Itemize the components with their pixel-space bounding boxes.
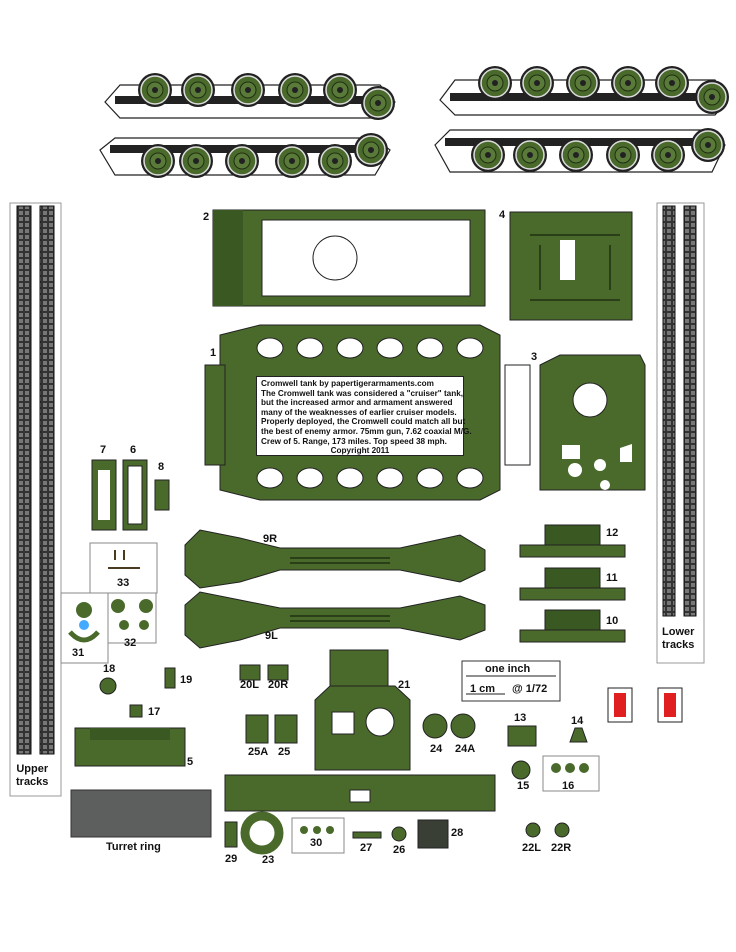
info-text-box: Cromwell tank by papertigerarmaments.com… (256, 376, 472, 456)
label-part-20r: 20R (268, 679, 289, 691)
label-part-17: 17 (148, 706, 161, 718)
part-4-rear-plate (509, 211, 633, 321)
info-line-5: Properly deployed, the Cromwell could ma… (261, 417, 466, 427)
part-6 (122, 459, 148, 531)
part-26 (391, 826, 407, 842)
info-line-1: Cromwell tank by papertigerarmaments.com (261, 379, 434, 388)
info-line-4: many of the weaknesses of earlier cruise… (261, 407, 457, 417)
part-22l (525, 822, 541, 838)
label-part-10: 10 (606, 615, 619, 627)
label-part-5: 5 (187, 756, 194, 768)
label-part-19: 19 (180, 674, 193, 686)
part-9r-fender (184, 529, 486, 589)
part-17 (129, 704, 143, 718)
part-11 (519, 567, 626, 601)
label-part-6: 6 (130, 444, 137, 456)
label-part-23: 23 (262, 854, 275, 866)
label-part-13: 13 (514, 712, 527, 724)
label-part-12: 12 (606, 527, 619, 539)
part-24 (422, 713, 448, 739)
label-part-11: 11 (606, 572, 618, 584)
label-part-30: 30 (310, 837, 323, 849)
part-15 (511, 760, 531, 780)
label-part-26: 26 (393, 844, 406, 856)
label-part-24: 24 (430, 743, 443, 755)
part-28 (417, 819, 449, 849)
part-8 (154, 479, 170, 511)
part-24a (450, 713, 476, 739)
part-22r (554, 822, 570, 838)
label-part-32: 32 (124, 637, 137, 649)
turret-ring-label: Turret ring (106, 841, 161, 853)
label-part-7: 7 (100, 444, 107, 456)
part-10 (519, 609, 626, 643)
road-wheel-strip-top-left (104, 72, 396, 121)
info-line-3: but the increased armor and armament ans… (261, 398, 453, 408)
part-3-front-plate (539, 354, 646, 491)
label-part-9l: 9L (265, 630, 278, 642)
scale-one-inch: one inch (485, 663, 531, 675)
part-5-engine-deck (74, 727, 186, 767)
turret-ring-strip (70, 789, 212, 838)
label-part-3: 3 (531, 351, 538, 363)
part-27 (352, 831, 382, 839)
road-wheel-strip-second-left (99, 132, 391, 179)
part-12 (519, 524, 626, 558)
label-part-20l: 20L (240, 679, 259, 691)
label-part-2: 2 (203, 211, 210, 223)
part-2-upper-deck (212, 209, 486, 307)
info-line-8: Copyright 2011 (330, 446, 390, 456)
part-25 (274, 714, 298, 744)
road-wheel-strip-second-right (434, 127, 726, 173)
part-9l-fender (184, 591, 486, 649)
label-part-25a: 25A (248, 746, 269, 758)
label-part-29: 29 (225, 853, 238, 865)
label-part-21: 21 (398, 679, 411, 691)
road-wheel-strip-top-right (439, 65, 730, 116)
label-part-22r: 22R (551, 842, 572, 854)
label-part-28: 28 (451, 827, 464, 839)
lower-tracks-label: Lower tracks (662, 626, 695, 651)
part-7 (91, 459, 117, 531)
part-16-box (542, 755, 600, 792)
part-23-ring (240, 811, 284, 855)
label-part-1: 1 (210, 347, 217, 359)
label-part-14: 14 (571, 715, 584, 727)
upper-tracks-label: Upper tracks (16, 763, 49, 788)
part-30-box (291, 817, 345, 854)
part-14 (569, 727, 588, 743)
label-part-8: 8 (158, 461, 165, 473)
part-18 (99, 677, 117, 695)
label-part-27: 27 (360, 842, 373, 854)
label-part-22l: 22L (522, 842, 541, 854)
part-20l (239, 664, 261, 681)
part-19 (164, 667, 176, 689)
part-20r (267, 664, 289, 681)
info-line-6: the best of enemy armor. 75mm gun, 7.62 … (261, 426, 472, 436)
part-13 (507, 725, 537, 747)
info-line-7: Crew of 5. Range, 173 miles. Top speed 3… (261, 436, 447, 446)
label-part-4: 4 (499, 209, 506, 221)
label-part-31: 31 (72, 647, 85, 659)
label-part-33: 33 (117, 577, 130, 589)
scale-one-cm: 1 cm (470, 683, 496, 695)
label-part-9r: 9R (263, 533, 278, 545)
scale-ratio: @ 1/72 (512, 683, 548, 695)
label-part-16: 16 (562, 780, 575, 792)
label-part-18: 18 (103, 663, 116, 675)
label-part-25: 25 (278, 746, 291, 758)
info-line-2: The Cromwell tank was considered a "crui… (261, 388, 464, 398)
label-part-24a: 24A (455, 743, 476, 755)
label-part-15: 15 (517, 780, 530, 792)
part-25a (245, 714, 269, 744)
part-29 (224, 821, 238, 848)
part-21-turret (224, 649, 496, 812)
